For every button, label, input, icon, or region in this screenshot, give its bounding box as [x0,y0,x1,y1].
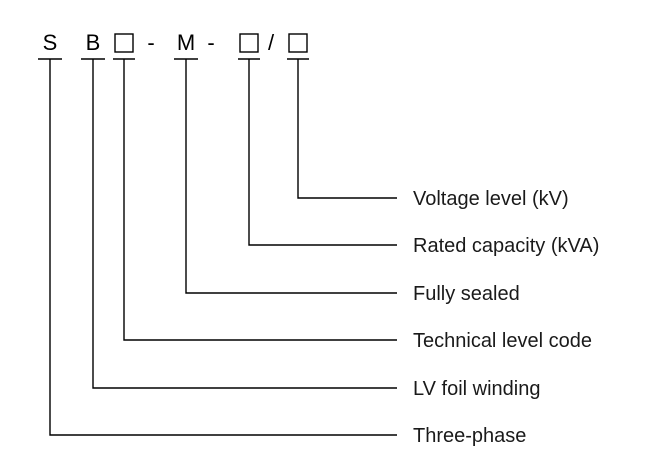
code-dash-1: - [147,30,154,55]
leader-three-phase [49,59,397,436]
code-placeholder-rated-capacity [239,33,259,53]
label-voltage-level: Voltage level (kV) [413,188,569,210]
label-fully-sealed: Fully sealed [413,283,520,305]
label-technical-level-code: Technical level code [413,330,592,352]
leader-fully-sealed [185,59,397,294]
label-three-phase: Three-phase [413,425,526,447]
label-rated-capacity: Rated capacity (kVA) [413,235,599,257]
label-lv-foil-winding: LV foil winding [413,378,540,400]
leader-rated-capacity [248,59,397,246]
code-letter-s: S [43,30,58,55]
code-letter-m: M [177,30,195,55]
code-dash-2: - [207,30,214,55]
code-placeholder-voltage-level [288,33,308,53]
code-placeholder-technical-level [114,33,134,53]
code-slash: / [268,30,275,55]
leader-voltage-level [297,59,397,199]
leader-technical-level [123,59,397,341]
code-letter-b: B [86,30,101,55]
leader-lv-foil-winding [92,59,397,389]
